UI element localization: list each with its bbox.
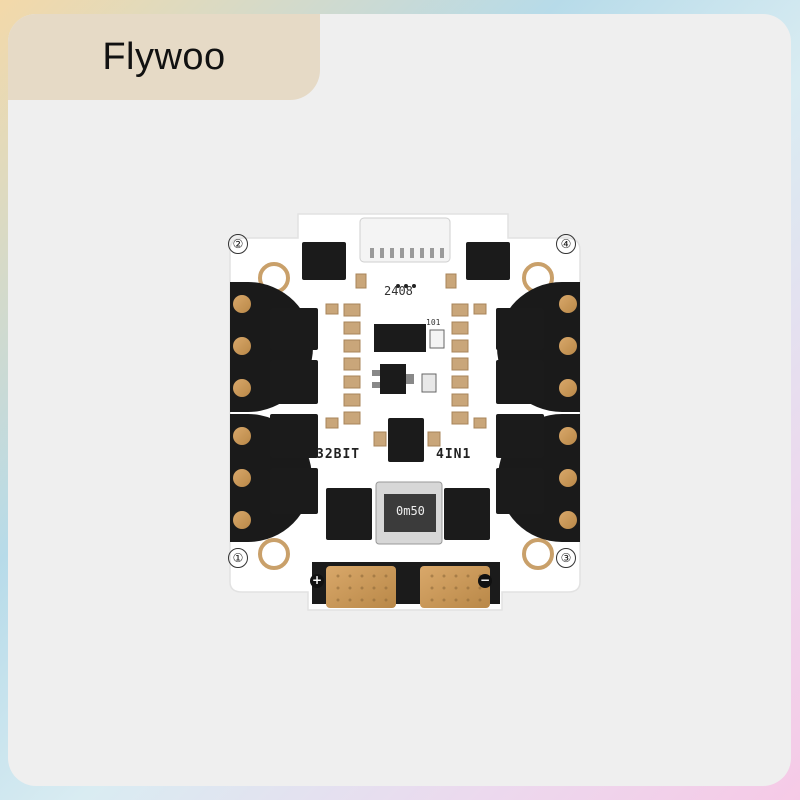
positive-terminal-icon: + bbox=[310, 573, 324, 588]
negative-terminal-icon: − bbox=[478, 573, 492, 588]
pcb-outline bbox=[229, 213, 581, 611]
board-label-32bit: 32BIT bbox=[316, 447, 361, 462]
corner-number-2: ② bbox=[228, 234, 248, 254]
brand-name: Flywoo bbox=[102, 35, 226, 78]
chip-code: 2408 bbox=[384, 284, 413, 298]
product-card: Flywoo bbox=[8, 14, 791, 786]
board-label-4in1: 4IN1 bbox=[436, 447, 472, 462]
mosfets bbox=[270, 242, 544, 540]
esc-board-image bbox=[229, 213, 581, 611]
corner-number-1: ① bbox=[228, 548, 248, 568]
brand-banner: Flywoo bbox=[8, 14, 320, 100]
corner-number-3: ③ bbox=[556, 548, 576, 568]
corner-number-4: ④ bbox=[556, 234, 576, 254]
shunt-marking: 0m50 bbox=[396, 504, 425, 518]
cap-marking: 101 bbox=[426, 318, 441, 327]
